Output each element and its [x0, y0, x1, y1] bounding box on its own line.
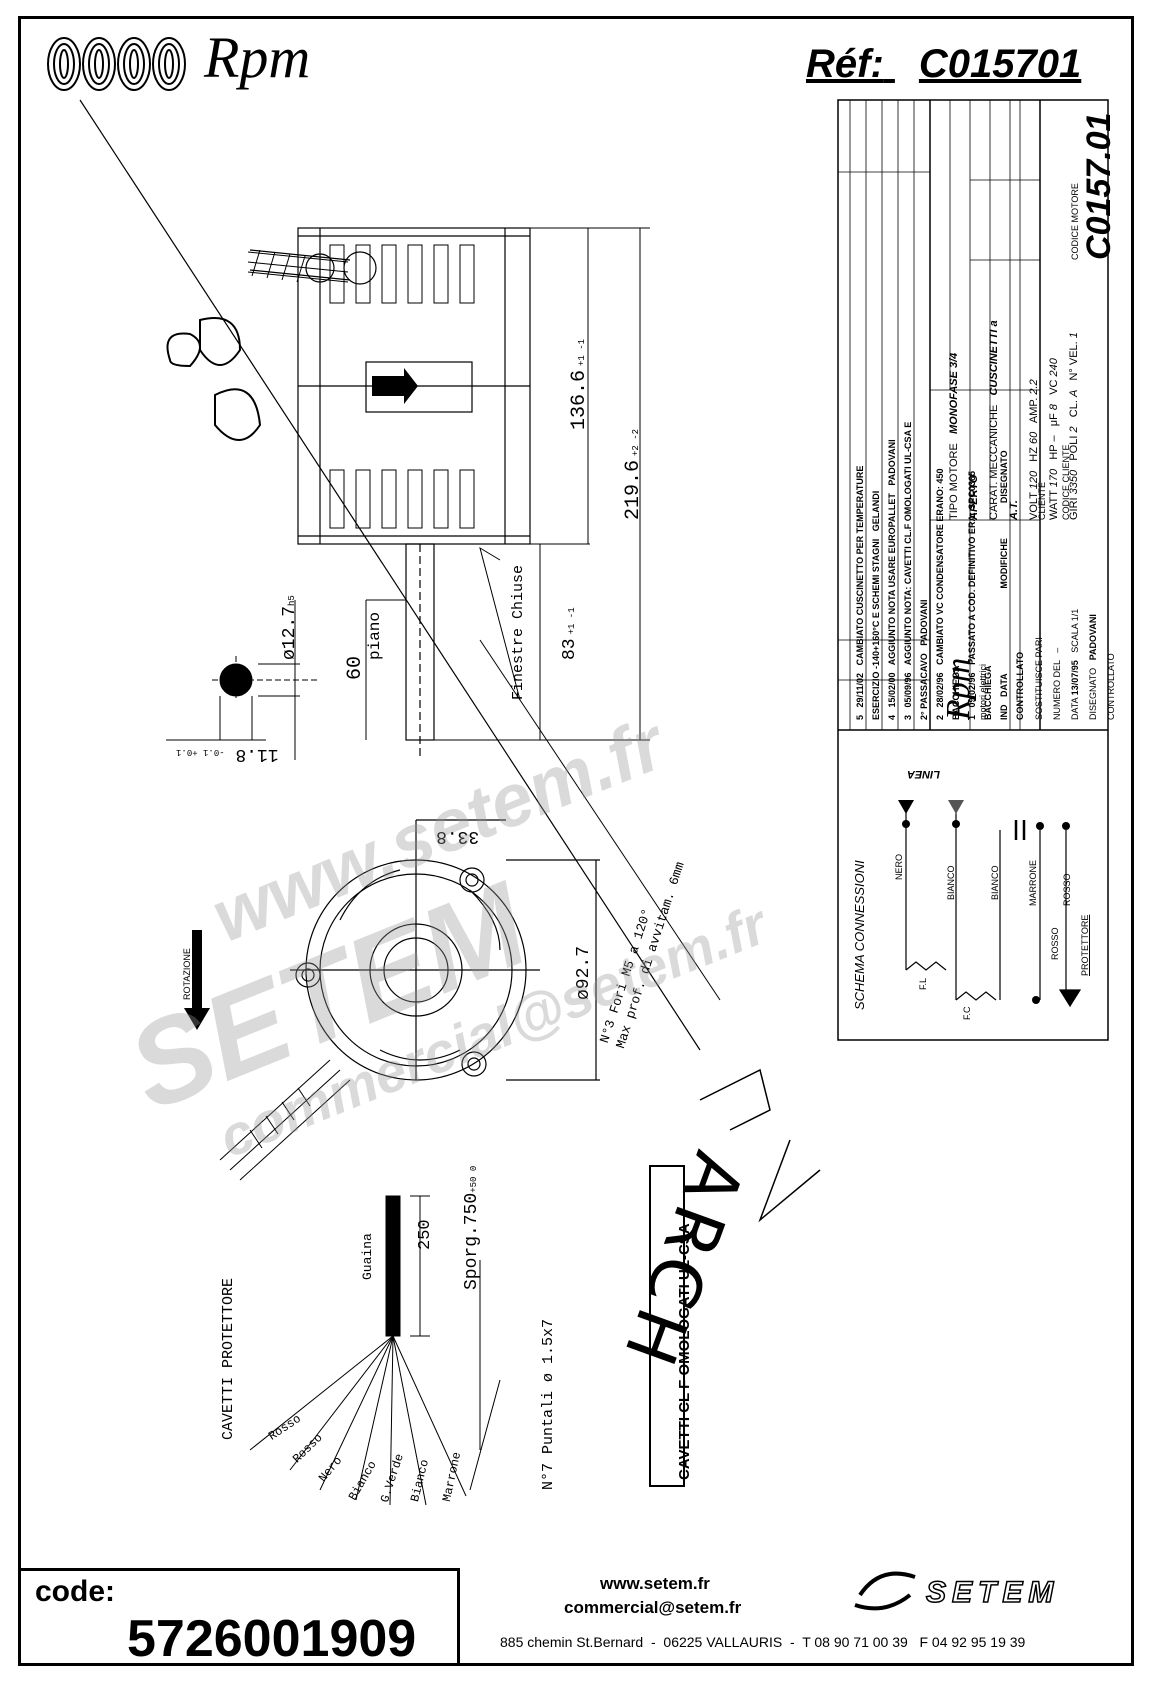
flat-dim: 11.8 -0.1 +0.1 — [176, 744, 279, 764]
setem-swirl-icon — [854, 1571, 916, 1611]
cliente-labels: CLIENTE CODICE CLIENTE — [1037, 444, 1071, 520]
motor-front-view — [290, 819, 600, 1081]
schema-fl: F.L — [918, 977, 928, 990]
sporg: Sporg.750+50 0 — [462, 1165, 482, 1290]
coil-logo-icon — [47, 37, 186, 91]
arch-handwriting — [699, 1068, 821, 1223]
brand-name: Rpm — [204, 25, 311, 90]
drawing-meta: SOSTITUISCE PARI NUMERO DEL – DATA 13/07… — [1034, 608, 1116, 720]
code-label: code: — [35, 1575, 116, 1608]
motor-side-view — [249, 227, 531, 760]
dim-83: 83+1 -1 — [560, 607, 580, 660]
ref-value: C015701 — [918, 42, 1082, 86]
dim-60: 60 — [344, 655, 367, 680]
piano-label: piano — [366, 611, 384, 660]
setem-brand: SETEM — [925, 1575, 1060, 1610]
schema-linea: LINEA — [907, 768, 940, 780]
rev-5: 5 29/11/02 CAMBIATO CUSCINETTO PER TEMPE… — [855, 465, 881, 720]
diagonal-line — [79, 99, 701, 1051]
code-box: code: 5726001909 — [18, 1568, 460, 1668]
cable-bundle — [249, 1195, 501, 1506]
dim-219: 219.6+2 -2 — [622, 428, 645, 520]
schema-protettore: PROTETTORE — [1080, 914, 1090, 976]
rev-4: 4 15/02/00 AGGIUNTO NOTA USARE EUROPALLE… — [887, 439, 897, 720]
wire-marrone: MARRONE — [1028, 859, 1038, 906]
handwritten-900 — [166, 317, 262, 441]
cable-front — [219, 1059, 351, 1181]
reference: Réf: C015701 — [806, 42, 1081, 87]
codice-motore: CODICE MOTORE C0157.01 — [1070, 112, 1118, 260]
setem-logo: SETEM — [850, 1570, 1110, 1620]
schema-title: SCHEMA CONNESSIONI — [852, 860, 867, 1010]
wire-nero: NERO — [894, 853, 904, 880]
puntali: N°7 Puntali ø 1.5x7 — [540, 1318, 557, 1490]
brand-block: Rpm motori elettrici — [940, 658, 988, 720]
shaft-diameter: ø12.7h5 — [280, 595, 300, 660]
wire-bianco-1: BIANCO — [946, 865, 956, 900]
title-block-grid — [837, 99, 1109, 1041]
schema-fc: F.C — [962, 1006, 972, 1021]
shaft-section — [166, 600, 320, 760]
brand-small: Rpm — [940, 657, 977, 720]
rpm-logo: Rpm — [44, 25, 374, 98]
footer-address: 885 chemin St.Bernard - 06225 VALLAURIS … — [500, 1634, 1026, 1650]
dim-136: 136.6+1 -1 — [568, 338, 591, 430]
rotation-arrow-icon — [184, 930, 210, 1030]
guaina-label: Guaina — [360, 1233, 375, 1280]
footer-web: www.setem.fr — [600, 1574, 710, 1593]
wire-rosso-2: ROSSO — [1062, 873, 1072, 906]
page-frame — [18, 16, 1134, 1666]
brand-sub: motori elettrici — [978, 663, 988, 720]
ref-label: Réf: — [806, 42, 884, 86]
cable-top — [247, 249, 349, 283]
wire-bianco-2: BIANCO — [990, 865, 1000, 900]
schema-connessioni — [905, 800, 1082, 1008]
arrow-down-icon — [948, 800, 964, 814]
arrow-down-icon — [898, 800, 914, 814]
finestre-chiuse: Finestre Chiuse — [510, 564, 527, 700]
footer-email: commercial@setem.fr — [564, 1598, 742, 1617]
code-value: 5726001909 — [127, 1610, 417, 1668]
wire-rosso-1: ROSSO — [1050, 927, 1060, 960]
dim-250: 250 — [416, 1219, 435, 1250]
cavetti-note-box — [649, 1165, 685, 1487]
rev-3: 3 05/09/96 AGGIUNTO NOTA: CAVETTI CL.F O… — [903, 421, 929, 720]
arrow-icon — [372, 368, 418, 404]
cavetti-protettore: CAVETTI PROTETTORE — [220, 1277, 237, 1440]
cavetti-note: CAVETTI CL F OMOLOGATI UL-CSA — [676, 1223, 693, 1480]
